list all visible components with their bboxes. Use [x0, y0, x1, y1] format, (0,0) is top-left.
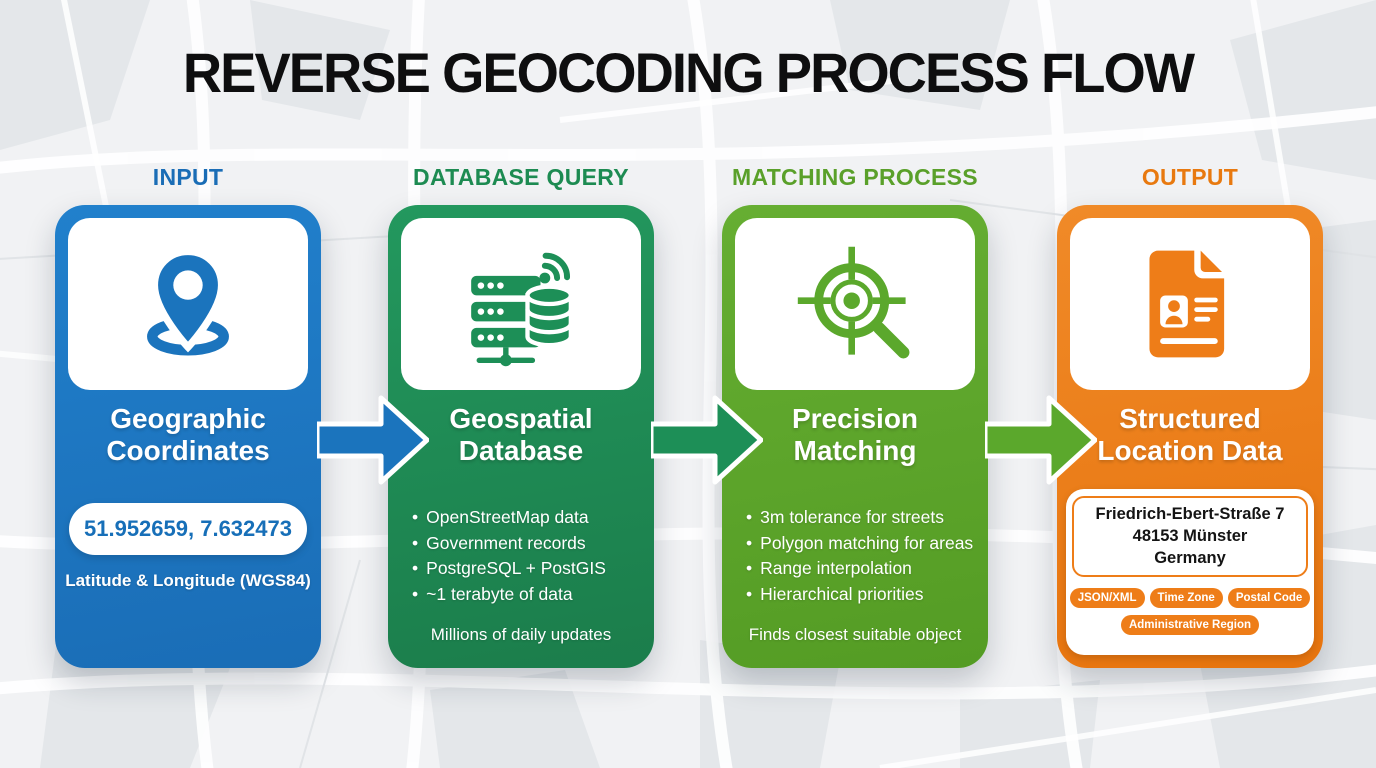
- stage-header-matching-process: MATCHING PROCESS: [732, 164, 978, 190]
- card-footer-note: Finds closest suitable object: [748, 625, 962, 644]
- bullet-item: Polygon matching for areas: [746, 531, 984, 557]
- bullet-item: PostgreSQL + PostGIS: [412, 556, 650, 582]
- bullet-item: ~1 terabyte of data: [412, 582, 650, 608]
- badge-administrative-region: Administrative Region: [1120, 615, 1260, 636]
- folded-corner: [1200, 250, 1222, 272]
- card-footer-note: Millions of daily updates: [430, 625, 612, 644]
- address-line: 48153 Münster: [1132, 526, 1248, 545]
- input-icon-tile: [68, 218, 308, 390]
- output-badges: JSON/XML Time Zone Postal Code Administr…: [1066, 588, 1314, 636]
- magnifier-handle: [873, 322, 910, 359]
- bullet-item: 3m tolerance for streets: [746, 505, 984, 531]
- database-bullet-list: OpenStreetMap data Government records Po…: [412, 505, 650, 607]
- stage-database-query: DATABASE QUERY: [388, 162, 654, 668]
- bullet-item: OpenStreetMap data: [412, 505, 650, 531]
- map-pin-icon: [147, 247, 229, 356]
- stage-output: OUTPUT Structured Location Data Friedric…: [1057, 162, 1323, 668]
- card-title: Geospatial Database: [449, 403, 593, 467]
- input-card: Geographic Coordinates 51.952659, 7.6324…: [55, 205, 321, 668]
- address-box: Friedrich-Ebert-Straße 7 48153 Münster G…: [1072, 496, 1308, 578]
- card-title: Structured Location Data: [1097, 403, 1283, 467]
- stage-input: INPUT Geographic Coordinates 51.952659, …: [55, 162, 321, 668]
- bullet-item: Government records: [412, 531, 650, 557]
- flow-arrow-database-to-matching: [651, 395, 763, 485]
- matching-bullet-list: 3m tolerance for streets Polygon matchin…: [746, 505, 984, 607]
- badge-postal-code: Postal Code: [1227, 588, 1311, 609]
- card-title: Geographic Coordinates: [106, 403, 270, 467]
- main-title: REVERSE GEOCODING PROCESS FLOW: [182, 41, 1195, 104]
- database-icon-tile: [401, 218, 641, 390]
- result-box: Friedrich-Ebert-Straße 7 48153 Münster G…: [1066, 489, 1314, 655]
- address-line: Friedrich-Ebert-Straße 7: [1095, 505, 1285, 523]
- wifi-signal-icon: [539, 252, 571, 284]
- address-line: Germany: [1154, 548, 1226, 567]
- matching-card: Precision Matching 3m tolerance for stre…: [722, 205, 988, 668]
- bullet-item: Hierarchical priorities: [746, 582, 984, 608]
- bullet-item: Range interpolation: [746, 556, 984, 582]
- card-title: Precision Matching: [791, 403, 919, 467]
- document-icon: [1149, 250, 1225, 358]
- badge-json-xml: JSON/XML: [1069, 588, 1145, 609]
- coordinates-caption: Latitude & Longitude (WGS84): [65, 571, 311, 590]
- target-magnifier-icon: [797, 246, 910, 359]
- output-icon-tile: [1070, 218, 1310, 390]
- output-card: Structured Location Data Friedrich-Ebert…: [1057, 205, 1323, 668]
- flow-arrow-input-to-database: [317, 395, 429, 485]
- stage-header-output: OUTPUT: [1141, 164, 1239, 190]
- stage-matching-process: MATCHING PROCESS Precision Matching 3m t…: [722, 162, 988, 668]
- database-card: Geospatial Database OpenStreetMap data G…: [388, 205, 654, 668]
- stage-header-database-query: DATABASE QUERY: [413, 164, 629, 190]
- matching-icon-tile: [735, 218, 975, 390]
- database-server-icon: [471, 252, 573, 367]
- flow-arrow-matching-to-output: [985, 395, 1097, 485]
- coordinates-value-pill: 51.952659, 7.632473: [69, 503, 307, 555]
- stage-header-input: INPUT: [152, 164, 224, 190]
- badge-time-zone: Time Zone: [1149, 588, 1223, 609]
